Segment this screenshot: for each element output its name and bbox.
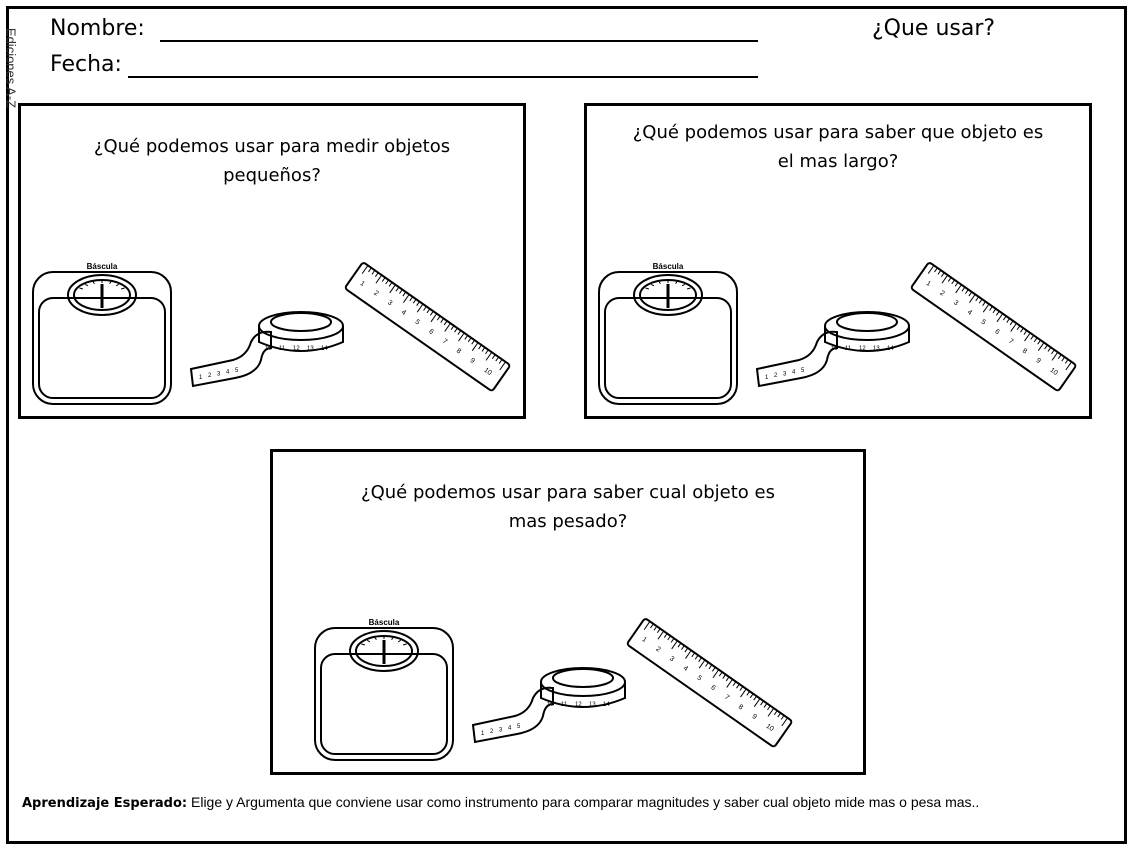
expected-learning-label: Aprendizaje Esperado:: [22, 796, 188, 811]
svg-text:10: 10: [831, 346, 838, 352]
question-panel-heaviest-object: ¿Qué podemos usar para saber cual objeto…: [270, 449, 866, 775]
svg-text:4: 4: [966, 309, 973, 317]
svg-text:9: 9: [751, 713, 758, 721]
svg-text:4: 4: [400, 309, 407, 317]
svg-text:3: 3: [499, 727, 503, 733]
svg-text:12: 12: [575, 702, 582, 708]
svg-text:1: 1: [765, 375, 769, 381]
svg-text:14: 14: [887, 346, 894, 352]
svg-text:14: 14: [321, 346, 328, 352]
expected-learning-text: Elige y Argumenta que conviene usar como…: [187, 794, 980, 810]
svg-text:6: 6: [993, 328, 1000, 336]
question-text: ¿Qué podemos usar para saber cual objeto…: [273, 478, 863, 536]
svg-text:7: 7: [723, 694, 730, 702]
svg-text:5: 5: [801, 368, 805, 374]
name-line[interactable]: [160, 40, 758, 42]
worksheet-border: [6, 6, 1127, 844]
name-label: Nombre:: [50, 16, 145, 41]
svg-text:11: 11: [279, 346, 286, 352]
svg-text:7: 7: [1007, 338, 1014, 346]
svg-text:9: 9: [1035, 357, 1042, 365]
svg-text:5: 5: [980, 319, 987, 327]
date-label: Fecha:: [50, 52, 122, 77]
svg-text:4: 4: [682, 665, 689, 673]
svg-text:1: 1: [359, 280, 366, 288]
scale-label: Báscula: [87, 262, 118, 271]
svg-text:2: 2: [208, 373, 212, 379]
svg-text:3: 3: [952, 299, 959, 307]
svg-text:3: 3: [386, 299, 393, 307]
svg-text:3: 3: [217, 371, 221, 377]
svg-text:4: 4: [792, 370, 796, 376]
svg-text:11: 11: [561, 702, 568, 708]
scale-label: Báscula: [653, 262, 684, 271]
svg-text:1: 1: [925, 280, 932, 288]
svg-text:1: 1: [199, 375, 203, 381]
question-line-2: el mas largo?: [777, 151, 899, 172]
svg-text:5: 5: [414, 319, 421, 327]
question-text: ¿Qué podemos usar para medir objetos peq…: [21, 132, 523, 190]
svg-text:6: 6: [427, 328, 434, 336]
svg-text:13: 13: [873, 346, 880, 352]
svg-text:10: 10: [265, 346, 272, 352]
svg-text:13: 13: [589, 702, 596, 708]
svg-text:5: 5: [696, 675, 703, 683]
svg-text:1: 1: [641, 636, 648, 644]
svg-text:2: 2: [490, 729, 494, 735]
question-text: ¿Qué podemos usar para saber que objeto …: [587, 118, 1089, 176]
svg-text:13: 13: [307, 346, 314, 352]
bathroom-scale-icon: Báscula: [314, 618, 454, 761]
svg-text:5: 5: [235, 368, 239, 374]
svg-text:3: 3: [668, 655, 675, 663]
svg-text:10: 10: [1048, 367, 1058, 377]
svg-text:7: 7: [441, 338, 448, 346]
worksheet-title: ¿Que usar?: [872, 16, 996, 41]
svg-text:2: 2: [774, 373, 778, 379]
svg-text:9: 9: [469, 357, 476, 365]
expected-learning: Aprendizaje Esperado: Elige y Argumenta …: [22, 790, 1112, 816]
svg-text:2: 2: [372, 290, 379, 298]
svg-text:12: 12: [293, 346, 300, 352]
svg-text:11: 11: [845, 346, 852, 352]
svg-text:10: 10: [764, 723, 774, 733]
question-panel-small-objects: ¿Qué podemos usar para medir objetos peq…: [18, 103, 526, 419]
svg-text:10: 10: [482, 367, 492, 377]
svg-text:14: 14: [603, 702, 610, 708]
svg-text:8: 8: [1021, 347, 1028, 355]
svg-text:6: 6: [709, 684, 716, 692]
svg-text:8: 8: [737, 703, 744, 711]
svg-text:4: 4: [508, 726, 512, 732]
question-line-2: pequeños?: [223, 165, 321, 186]
publisher-text: Ediciones A-Z: [3, 27, 19, 109]
svg-text:2: 2: [654, 646, 661, 654]
svg-text:5: 5: [517, 724, 521, 730]
svg-text:1: 1: [481, 731, 485, 737]
svg-text:10: 10: [547, 702, 554, 708]
question-line-1: ¿Qué podemos usar para saber cual objeto…: [361, 482, 775, 503]
svg-text:2: 2: [938, 290, 945, 298]
bathroom-scale-icon: Báscula: [32, 262, 172, 405]
bathroom-scale-icon: Báscula: [598, 262, 738, 405]
question-line-2: mas pesado?: [508, 511, 628, 532]
svg-text:12: 12: [859, 346, 866, 352]
svg-text:8: 8: [455, 347, 462, 355]
question-line-1: ¿Qué podemos usar para saber que objeto …: [632, 122, 1044, 143]
question-panel-longest-object: ¿Qué podemos usar para saber que objeto …: [584, 103, 1092, 419]
svg-text:4: 4: [226, 370, 230, 376]
scale-label: Báscula: [369, 618, 400, 627]
svg-text:3: 3: [783, 371, 787, 377]
date-line[interactable]: [128, 76, 758, 78]
question-line-1: ¿Qué podemos usar para medir objetos: [93, 136, 451, 157]
